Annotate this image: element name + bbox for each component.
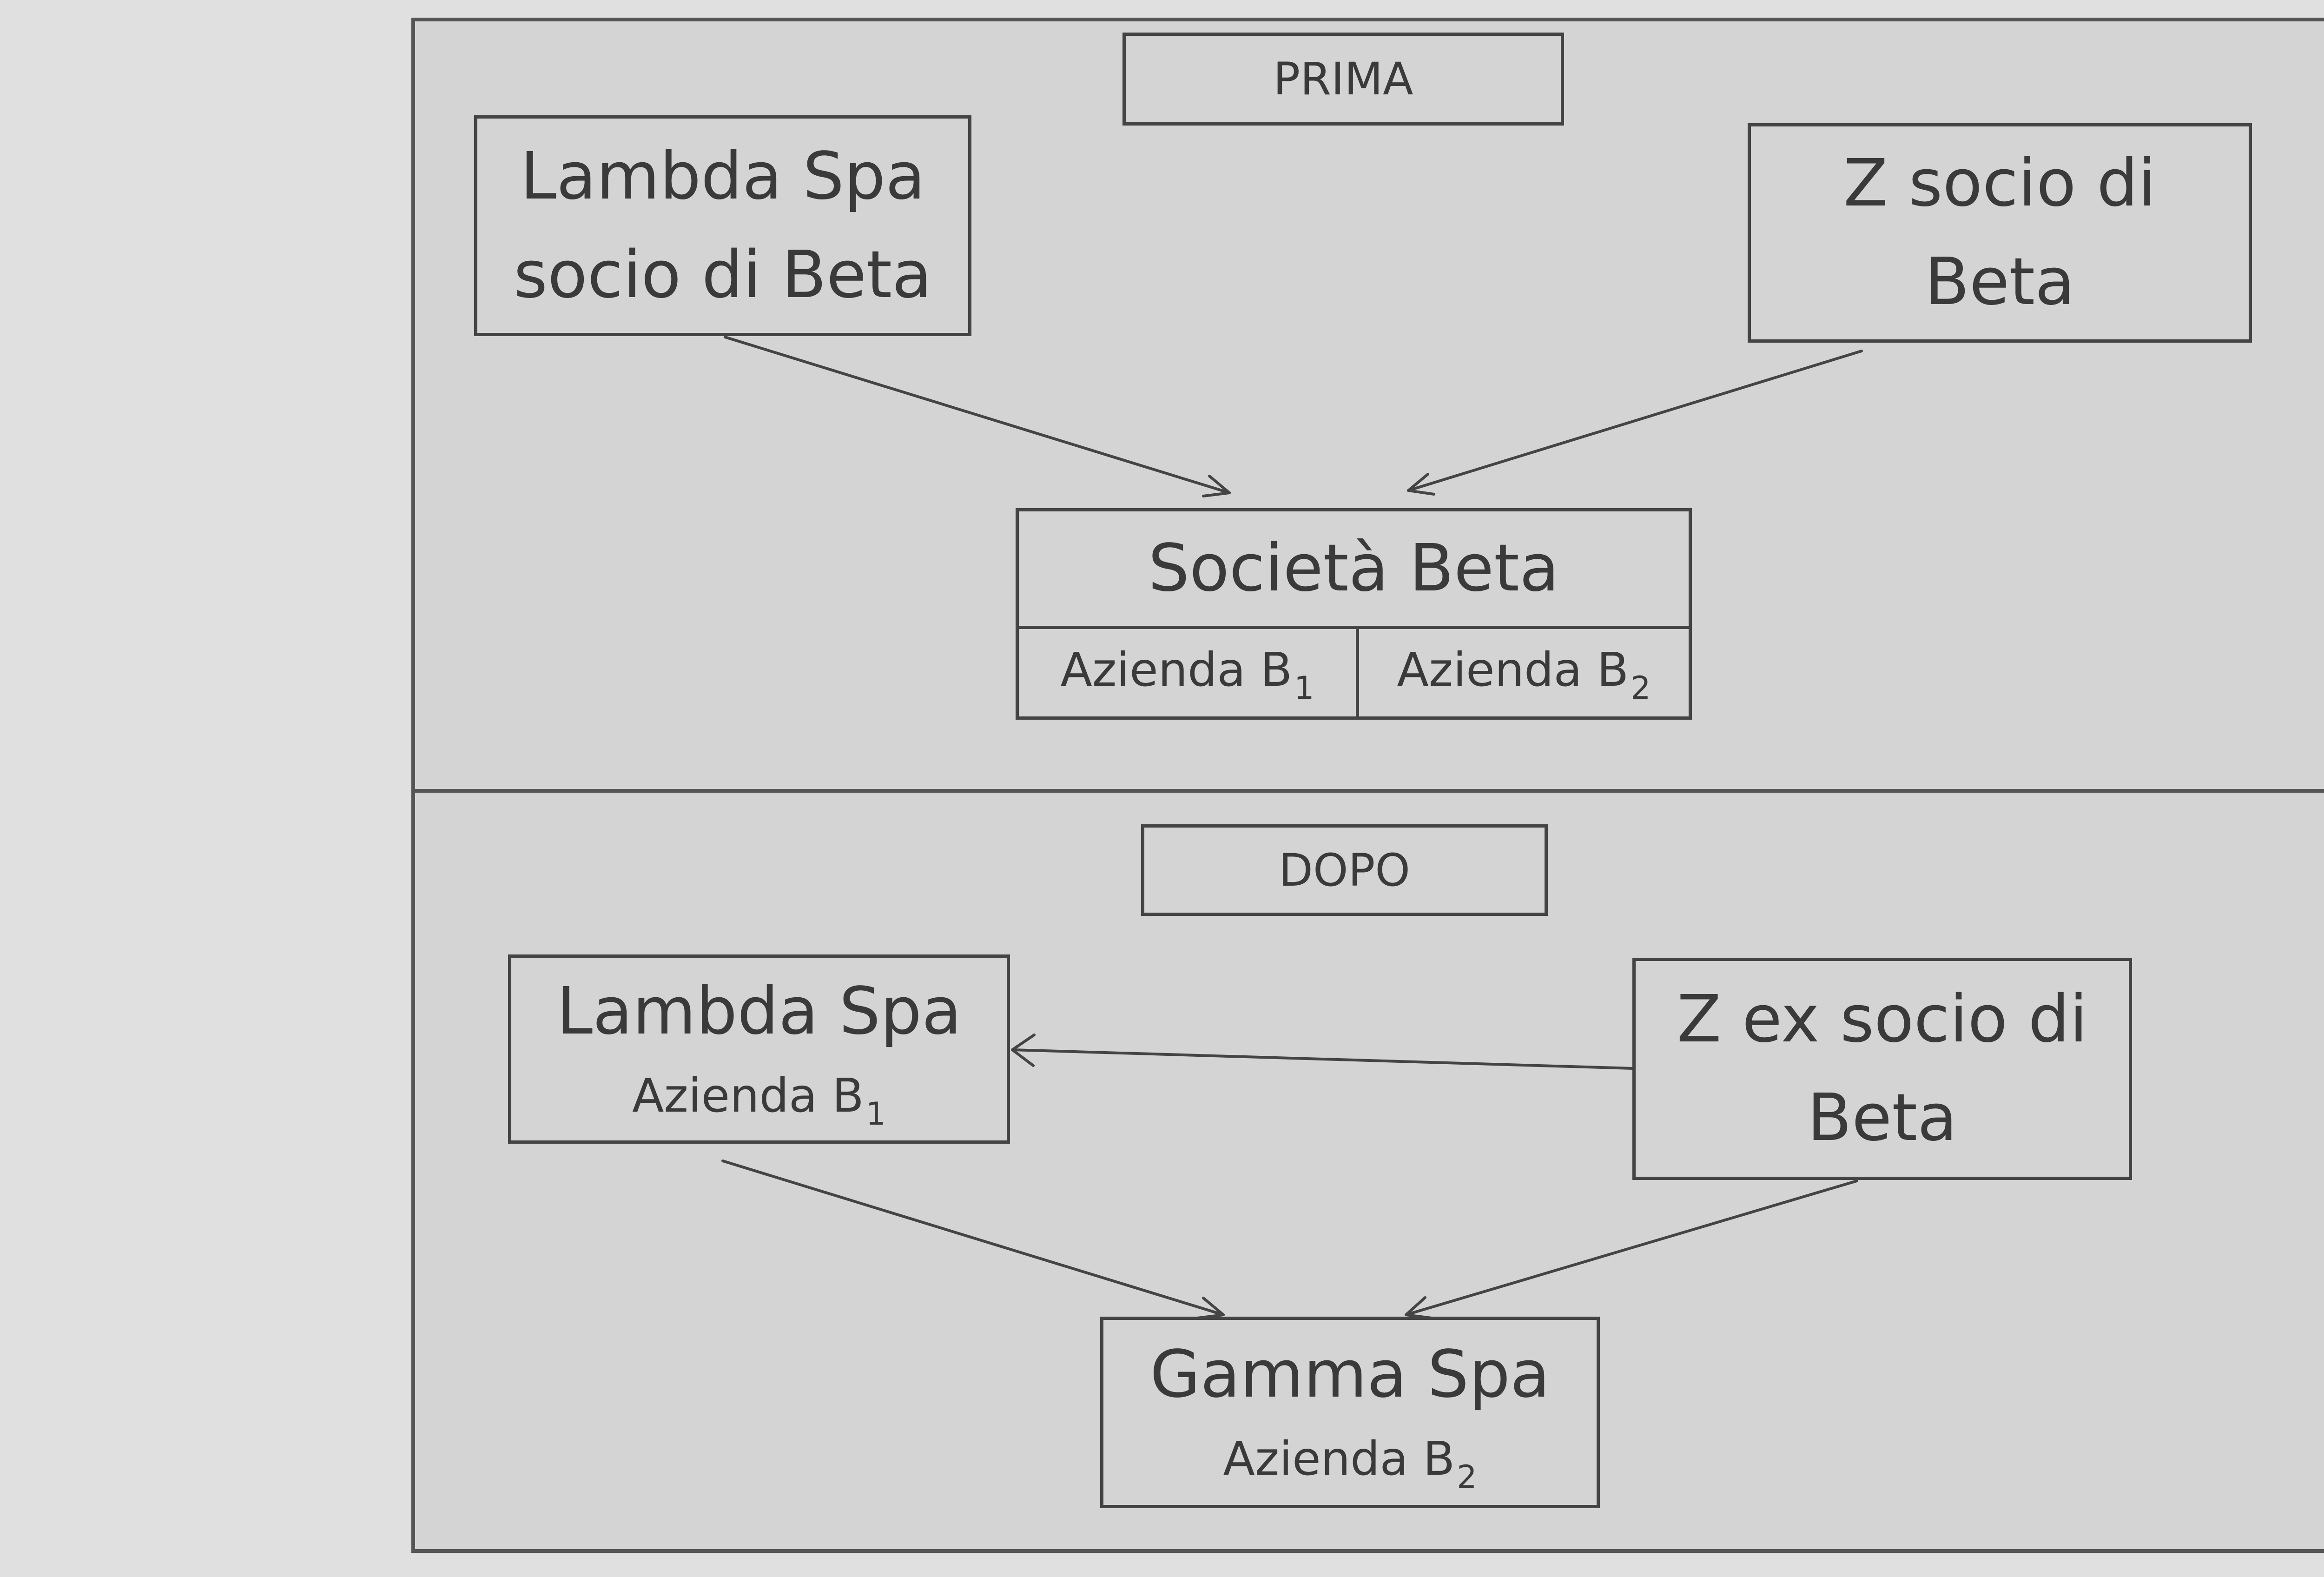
z-partner-line1: Z socio di bbox=[1843, 146, 2156, 221]
societa-beta-vsep bbox=[1356, 626, 1359, 716]
prima-label-box: PRIMA bbox=[1122, 33, 1564, 126]
dopo-label-box: DOPO bbox=[1141, 824, 1548, 916]
z-ex-partner-line2: Beta bbox=[1807, 1080, 1957, 1156]
societa-beta-header: Società Beta bbox=[1019, 511, 1689, 626]
azienda-b1-sub: 1 bbox=[1294, 670, 1314, 707]
lambda-spa-after-sub: 1 bbox=[865, 1095, 886, 1133]
arrow-lambda-to-beta bbox=[724, 336, 1231, 497]
arrow-lambda-to-gamma bbox=[721, 1160, 1225, 1319]
arrow-z-to-gamma bbox=[1405, 1179, 1858, 1319]
lambda-spa-role: socio di Beta bbox=[514, 237, 932, 313]
z-ex-partner-box: Z ex socio di Beta bbox=[1632, 958, 2132, 1180]
societa-beta-title: Società Beta bbox=[1148, 530, 1559, 606]
z-ex-partner-line1: Z ex socio di bbox=[1677, 981, 2088, 1057]
azienda-b1-text: Azienda B bbox=[1060, 643, 1293, 697]
societa-beta-hsep bbox=[1019, 626, 1689, 629]
azienda-b2-sub: 2 bbox=[1631, 670, 1651, 707]
prima-label: PRIMA bbox=[1273, 53, 1413, 105]
lambda-spa-after-text: Azienda B bbox=[632, 1068, 864, 1123]
azienda-b2-text: Azienda B bbox=[1397, 643, 1629, 697]
z-partner-line2: Beta bbox=[1925, 244, 2075, 320]
gamma-spa-text: Azienda B bbox=[1223, 1431, 1455, 1486]
z-partner-box: Z socio di Beta bbox=[1748, 123, 2252, 343]
dopo-label: DOPO bbox=[1279, 844, 1410, 896]
lambda-spa-after-name: Lambda Spa bbox=[556, 973, 962, 1049]
arrow-z-to-lambda bbox=[1011, 1034, 1634, 1070]
section-divider bbox=[411, 789, 2324, 793]
lambda-spa-name: Lambda Spa bbox=[520, 138, 925, 214]
lambda-spa-box: Lambda Spa socio di Beta bbox=[474, 115, 971, 336]
arrow-z-to-beta bbox=[1407, 350, 1863, 496]
gamma-spa-name: Gamma Spa bbox=[1150, 1337, 1550, 1412]
gamma-spa-sub: 2 bbox=[1457, 1459, 1477, 1496]
